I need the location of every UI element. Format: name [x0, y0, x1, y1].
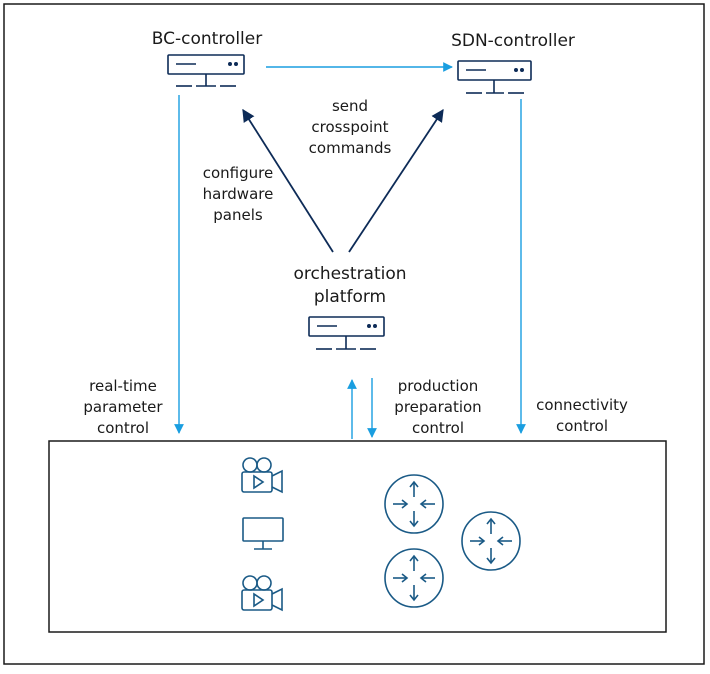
sdn-controller-device-icon: [457, 60, 532, 94]
orchestration-label-line: platform: [313, 287, 387, 307]
production-control-label: production preparation control: [382, 376, 494, 439]
router-icon: [384, 548, 444, 608]
realtime-control-line: real-time: [89, 377, 157, 395]
configure-hardware-line: configure: [202, 164, 274, 182]
connectivity-control-label: connectivity control: [526, 395, 638, 437]
router-icon: [461, 511, 521, 571]
equipment-frame: [48, 440, 667, 633]
configure-hardware-line: panels: [213, 206, 263, 224]
router-icon: [384, 474, 444, 534]
send-crosspoint-line: send: [331, 97, 369, 115]
camera-icon: [241, 457, 283, 494]
sdn-controller-label: SDN-controller: [451, 31, 575, 51]
orchestration-to-sdn-arrow: [348, 108, 444, 253]
orchestration-label: orchestration platform: [260, 263, 440, 309]
configure-hardware-label: configure hardware panels: [186, 163, 290, 226]
orchestration-label-line: orchestration: [293, 264, 407, 284]
camera-icon: [241, 575, 283, 612]
send-crosspoint-label: send crosspoint commands: [294, 96, 406, 159]
monitor-icon: [242, 517, 284, 550]
realtime-control-line: parameter: [83, 398, 163, 416]
connectivity-control-line: control: [556, 417, 608, 435]
orchestration-to-bc-arrow: [242, 108, 334, 253]
send-crosspoint-line: crosspoint: [311, 118, 389, 136]
orchestration-device-icon: [308, 316, 385, 350]
configure-hardware-line: hardware: [202, 185, 274, 203]
production-control-line: preparation: [394, 398, 482, 416]
production-control-line: production: [397, 377, 479, 395]
bc-controller-device-icon: [167, 54, 245, 87]
bc-controller-label: BC-controller: [151, 29, 263, 49]
realtime-control-label: real-time parameter control: [70, 376, 176, 439]
realtime-control-line: control: [97, 419, 149, 437]
outer-frame: [3, 3, 705, 665]
production-control-line: control: [412, 419, 464, 437]
send-crosspoint-line: commands: [308, 139, 392, 157]
connectivity-control-line: connectivity: [536, 396, 628, 414]
